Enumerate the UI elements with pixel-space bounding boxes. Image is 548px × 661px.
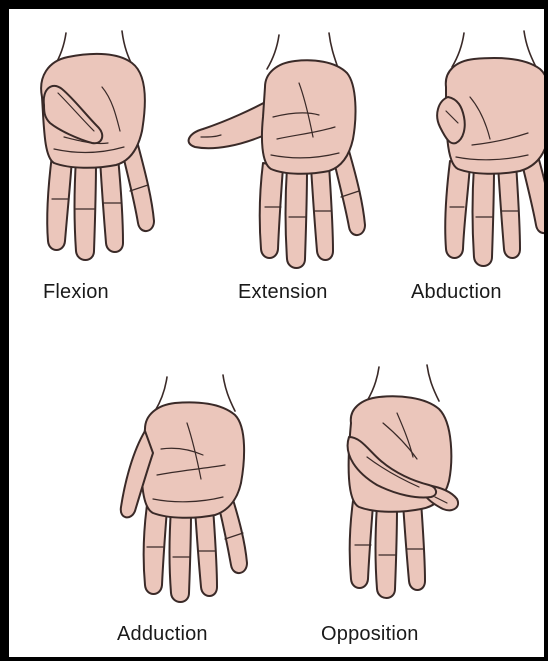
- label-adduction: Adduction: [117, 623, 208, 646]
- label-opposition: Opposition: [321, 623, 419, 646]
- hand-thumb-flexion-icon: [24, 27, 164, 267]
- hand-thumb-extension-icon: [179, 27, 369, 277]
- hand-thumb-opposition-icon: [327, 361, 467, 611]
- diagram-frame: Flexion Extension Abduction Adduction Op…: [9, 9, 544, 657]
- hand-thumb-adduction-icon: [117, 371, 257, 611]
- label-flexion: Flexion: [43, 281, 109, 304]
- label-abduction: Abduction: [411, 281, 502, 304]
- hand-thumb-abduction-icon: [424, 27, 544, 277]
- label-extension: Extension: [238, 281, 328, 304]
